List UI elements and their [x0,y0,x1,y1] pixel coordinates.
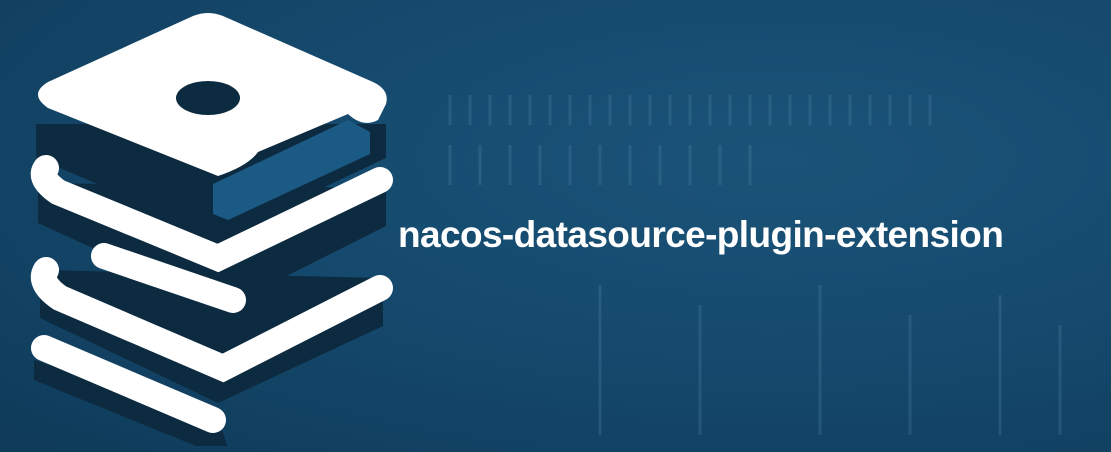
project-title: nacos-datasource-plugin-extension [398,214,1004,255]
background-texture [448,95,1062,435]
database-stack-icon [30,13,393,446]
